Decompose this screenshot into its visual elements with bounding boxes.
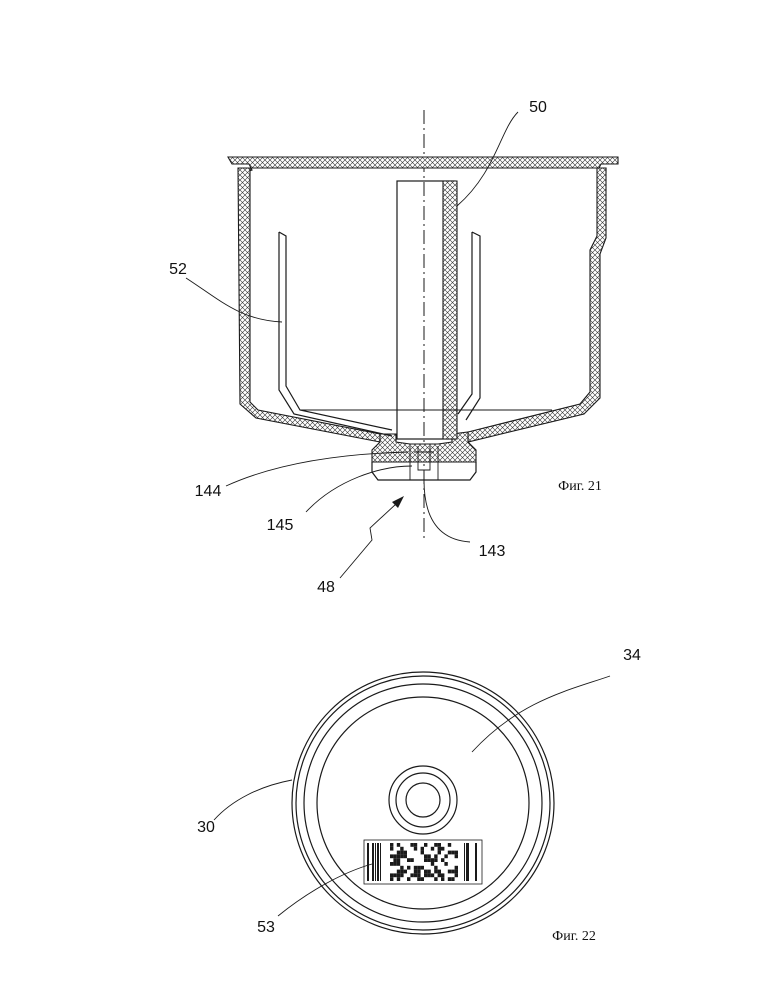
central-port-outer [389, 766, 457, 834]
label-34: 34 [623, 647, 641, 664]
label-145: 145 [267, 517, 294, 534]
leader-52 [186, 278, 282, 322]
label-143: 143 [479, 543, 506, 560]
outer-rim-circle [292, 672, 554, 934]
label-30: 30 [197, 819, 215, 836]
figure-21-cross-section: 50 52 144 145 143 48 Фиг. 21 [169, 99, 618, 596]
label-50: 50 [529, 99, 547, 116]
left-baffle-rib [279, 232, 392, 436]
right-baffle-rib [458, 232, 480, 420]
leader-34 [472, 676, 610, 752]
figure-22-bottom-view: 34 30 53 Фиг. 22 [197, 647, 641, 944]
rim-flange [228, 157, 618, 172]
label-144: 144 [195, 483, 222, 500]
figure-21-caption: Фиг. 21 [558, 479, 602, 494]
barcode-53 [364, 840, 482, 884]
central-port-inner [406, 783, 440, 817]
bottom-hub [372, 432, 476, 462]
label-52: 52 [169, 261, 187, 278]
figure-22-caption: Фиг. 22 [552, 929, 596, 944]
central-port-ring [396, 773, 450, 827]
label-48: 48 [317, 579, 335, 596]
leader-30 [214, 780, 292, 820]
label-53: 53 [257, 919, 275, 936]
right-outer-wall [468, 168, 606, 442]
leader-48 [340, 504, 396, 578]
outer-rim-circle-inner [296, 676, 550, 930]
central-tube-wall-hatched [443, 181, 457, 439]
lid-surface-circle [304, 684, 542, 922]
left-outer-wall [238, 168, 380, 442]
leader-143 [424, 480, 470, 542]
